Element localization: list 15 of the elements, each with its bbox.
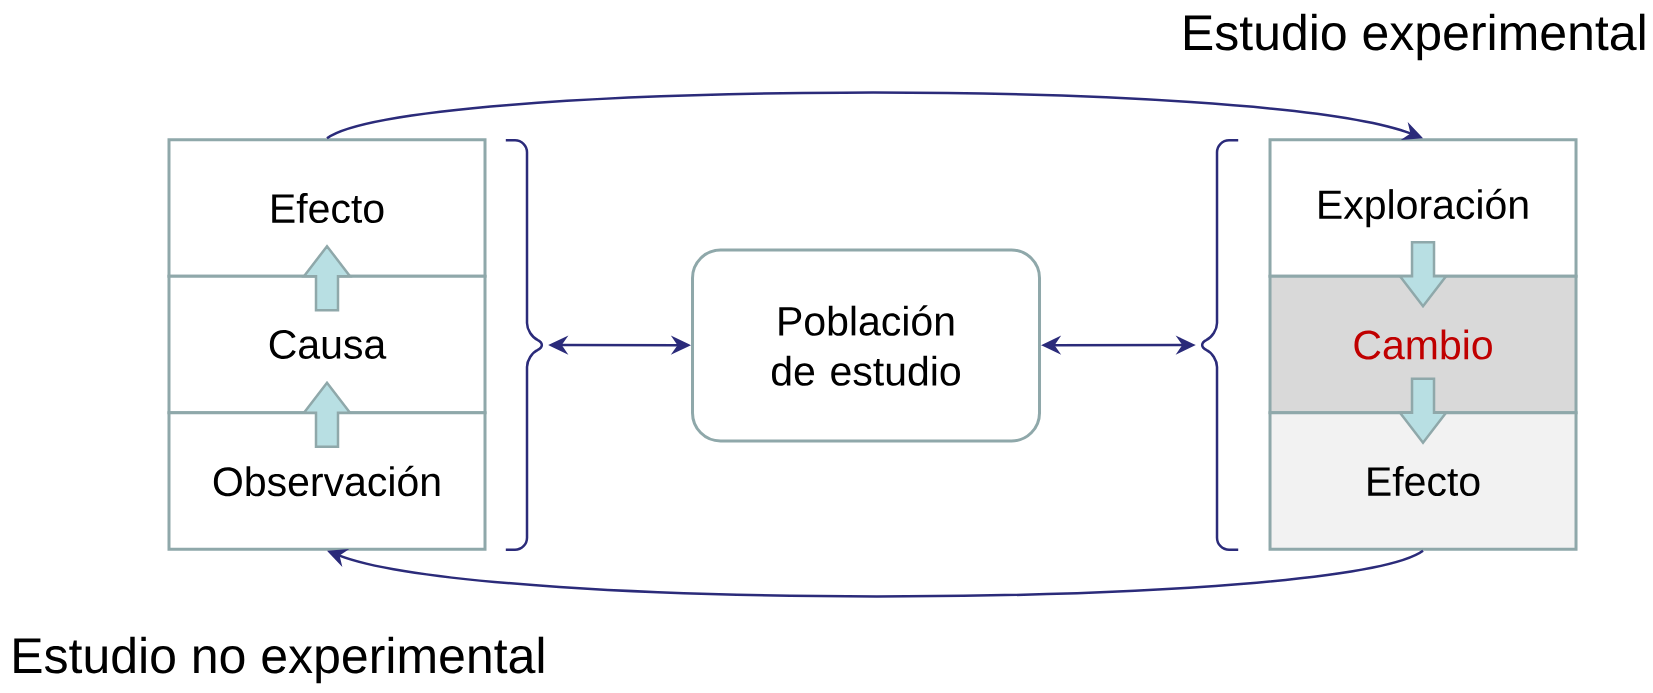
process-box: Efecto (167, 138, 487, 278)
block-arrow (1397, 377, 1449, 445)
process-box: Causa (167, 274, 487, 415)
process-box: Exploración (1268, 138, 1578, 278)
curly-brace (1201, 139, 1239, 551)
heading: Estudio no experimental (14, 636, 544, 684)
block-arrow (301, 380, 353, 448)
process-box: Observación (167, 411, 487, 551)
block-arrow (1397, 241, 1449, 309)
process-box: Cambio (1268, 274, 1578, 415)
heading: Estudio experimental (1185, 13, 1645, 61)
process-box: Efecto (1268, 411, 1578, 551)
curly-brace (505, 139, 543, 551)
block-arrow (301, 244, 353, 312)
rounded-box: Población de estudio (691, 248, 1041, 443)
